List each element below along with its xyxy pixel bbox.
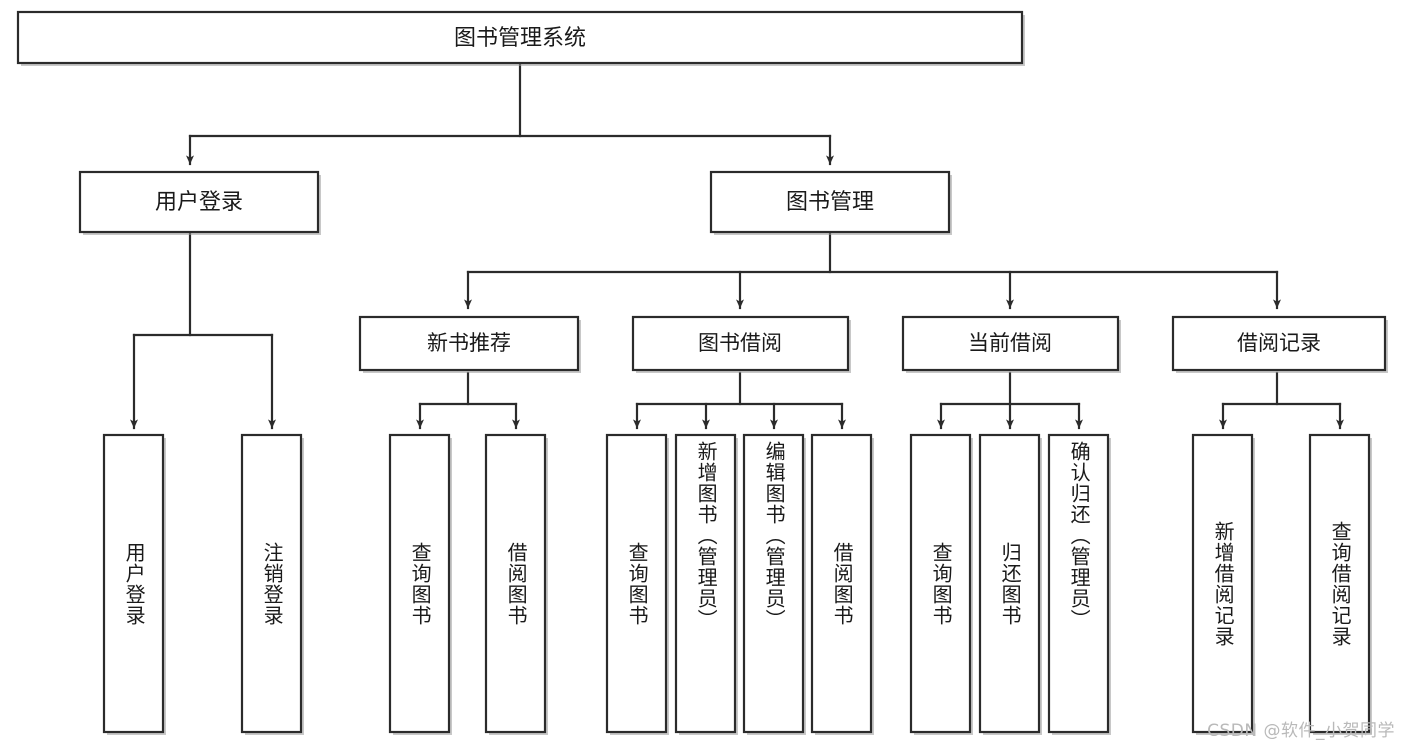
node-root-label: 图书管理系统 (454, 26, 586, 51)
node-root[interactable]: 图书管理系统 (16, 10, 1025, 66)
node-leaf-query-book-1[interactable] (388, 433, 452, 735)
node-current-borrow[interactable]: 当前借阅 (901, 315, 1121, 373)
node-new-book-rec-label: 新书推荐 (427, 331, 511, 355)
node-book-borrow[interactable]: 图书借阅 (631, 315, 851, 373)
node-leaf-return-book[interactable] (978, 433, 1042, 735)
node-leaf-add-record[interactable] (1191, 433, 1255, 735)
node-current-borrow-label: 当前借阅 (968, 331, 1052, 355)
node-user-login[interactable]: 用户登录 (78, 170, 321, 235)
node-user-login-label: 用户登录 (155, 190, 243, 215)
node-book-manage-label: 图书管理 (786, 190, 874, 215)
node-book-manage[interactable]: 图书管理 (709, 170, 952, 235)
node-leaf-logout[interactable] (240, 433, 304, 735)
node-new-book-rec[interactable]: 新书推荐 (358, 315, 581, 373)
csdn-watermark: CSDN @软件_小贺同学 (1207, 721, 1395, 741)
node-leaf-confirm-return[interactable] (1047, 433, 1111, 735)
node-book-borrow-label: 图书借阅 (698, 331, 782, 355)
node-leaf-user-login[interactable] (102, 433, 166, 735)
node-leaf-add-book[interactable] (674, 433, 738, 735)
node-leaf-edit-book[interactable] (742, 433, 806, 735)
node-leaf-query-book-3[interactable] (909, 433, 973, 735)
node-leaf-query-book-2[interactable] (605, 433, 669, 735)
node-borrow-record-label: 借阅记录 (1237, 331, 1321, 355)
node-borrow-record[interactable]: 借阅记录 (1171, 315, 1388, 373)
node-leaf-query-record[interactable] (1308, 433, 1372, 735)
node-leaf-borrow-book-1[interactable] (484, 433, 548, 735)
edges (130, 63, 1344, 430)
leaf-boxes (102, 433, 1372, 735)
node-leaf-borrow-book-2[interactable] (810, 433, 874, 735)
